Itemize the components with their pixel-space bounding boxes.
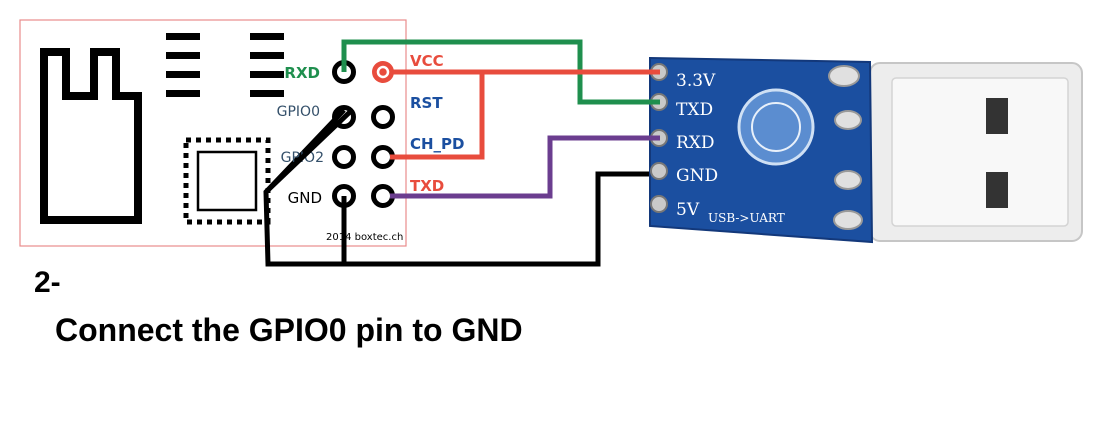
led-pad-icon [834, 170, 862, 190]
adapter-label-3v3: 3.3V [676, 71, 716, 91]
wire-txd-purple [390, 135, 660, 199]
usb-slot-icon [986, 98, 1008, 134]
label-gpio0: GPIO0 [277, 104, 320, 120]
label-txd: TXD [410, 177, 444, 195]
wire-gpio0-gnd [264, 108, 354, 194]
adapter-pin-gnd [650, 162, 668, 180]
adapter-header-pins [650, 63, 668, 213]
instruction-text: Connect the GPIO0 pin to GND [55, 312, 523, 348]
label-ch-pd: CH_PD [410, 135, 465, 153]
adapter-caption: USB->UART [708, 211, 785, 225]
adapter-label-gnd: GND [676, 166, 718, 186]
label-rst: RST [410, 94, 443, 112]
led-pad-icon [834, 110, 862, 130]
adapter-logo-icon [737, 88, 815, 166]
pin-gnd [332, 184, 356, 208]
pin-gpio0 [332, 105, 356, 129]
led-pad-icon [833, 210, 863, 230]
antenna-trace-icon [40, 48, 142, 224]
label-gnd: GND [288, 189, 322, 207]
esp-module-outline [19, 19, 407, 247]
wire-rxd-green [341, 39, 660, 105]
pin-gpio2 [332, 145, 356, 169]
copyright-text: 2014 boxtec.ch [326, 232, 403, 243]
adapter-pin-5v [650, 195, 668, 213]
smd-pads-icon [166, 33, 284, 97]
adapter-label-rxd: RXD [676, 133, 715, 153]
adapter-label-txd: TXD [676, 100, 713, 120]
led-pad-icon [828, 65, 860, 87]
usb-adapter: 3.3V TXD RXD GND 5V USB->UART [649, 56, 1083, 244]
usb-slot-icon [986, 172, 1008, 208]
usb-connector-face [891, 77, 1069, 227]
chip-icon [183, 137, 271, 225]
label-rxd: RXD [284, 64, 320, 82]
pin-vcc [372, 61, 394, 83]
pin-rst [371, 105, 395, 129]
label-vcc: VCC [410, 52, 444, 70]
step-number: 2- [34, 266, 61, 299]
adapter-logo-ring [751, 102, 801, 152]
wire-vcc-red [390, 69, 660, 160]
pin-vcc-hole [376, 65, 390, 79]
adapter-label-5v: 5V [676, 200, 700, 220]
